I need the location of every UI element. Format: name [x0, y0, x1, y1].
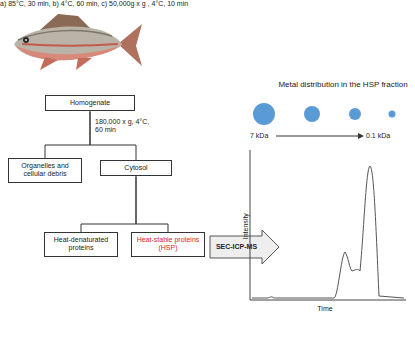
chart-axes — [250, 150, 406, 300]
condition-label: a) 85°C, 30 min, b) 4°C, 60 min, c) 50,0… — [0, 0, 188, 8]
axis-title: Time — [310, 305, 340, 313]
process-box: Organelles and cellular debris — [8, 158, 82, 183]
fish-illustration — [14, 14, 142, 70]
metal-circles — [253, 103, 396, 125]
chromatogram — [252, 166, 404, 298]
connector — [136, 176, 168, 232]
connector — [81, 176, 136, 232]
connector — [45, 111, 90, 158]
mass-arrow — [276, 136, 358, 137]
box-text: Organelles and cellular debris — [12, 162, 78, 179]
box-text: Heat-stable proteins (HSP) — [135, 236, 201, 253]
axis-label: 0.1 kDa — [366, 132, 402, 140]
process-box: Heat-stable proteins (HSP) — [131, 232, 205, 257]
process-box: Cytosol — [100, 160, 172, 176]
process-box: Heat-denaturated proteins — [44, 232, 118, 257]
process-box: Homogenate — [45, 95, 135, 111]
axis-title: Intensity — [242, 206, 250, 246]
axis-label: 7 kDa — [250, 132, 280, 140]
box-text: Homogenate — [49, 99, 131, 107]
box-text: Cytosol — [104, 164, 168, 172]
chart-title: Metal distribution in the HSP fraction — [278, 80, 408, 90]
method-label: SEC-ICP-MS — [211, 243, 262, 251]
condition-label: 180,000 x g, 4°C, 60 min — [95, 118, 155, 135]
box-text: Heat-denaturated proteins — [48, 236, 114, 253]
